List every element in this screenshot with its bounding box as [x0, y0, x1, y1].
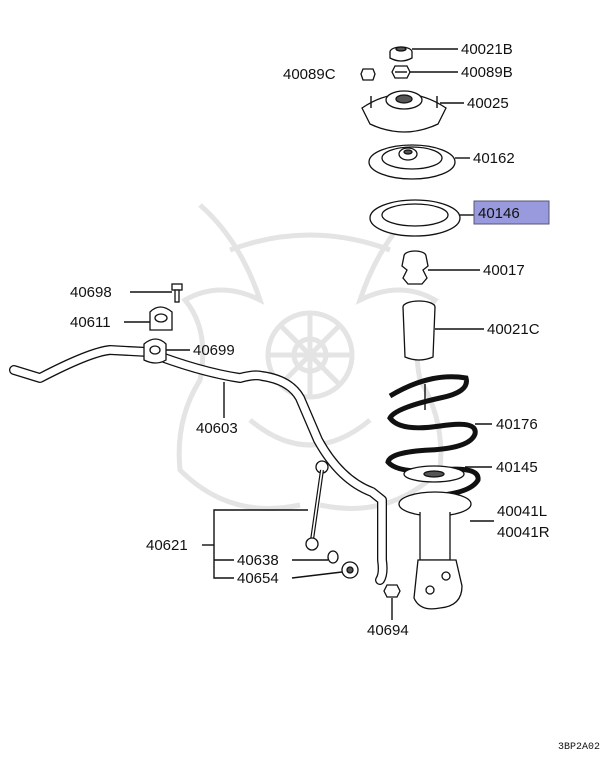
- part-labels: 40021B 40089C 40089B 40025 40162 40146 4…: [70, 41, 550, 639]
- part-40162-spring-seat[interactable]: [368, 144, 456, 180]
- part-40699-bushing[interactable]: [143, 338, 167, 364]
- part-40145-spring-pad[interactable]: [403, 465, 465, 483]
- label-40654[interactable]: 40654: [237, 570, 279, 587]
- part-40698-bolt[interactable]: [171, 283, 183, 303]
- label-40611[interactable]: 40611: [70, 314, 111, 331]
- label-40638[interactable]: 40638: [237, 552, 279, 569]
- label-40698[interactable]: 40698: [70, 284, 112, 301]
- part-40041-strut[interactable]: [398, 491, 472, 610]
- watermark-emblem: [176, 203, 444, 511]
- part-40146-insulator[interactable]: [369, 199, 461, 237]
- label-40162[interactable]: 40162: [473, 150, 515, 167]
- label-40089B[interactable]: 40089B: [461, 64, 513, 81]
- label-40694[interactable]: 40694: [367, 622, 409, 639]
- part-40694-nut[interactable]: [383, 584, 401, 598]
- label-40021C[interactable]: 40021C: [487, 321, 540, 338]
- label-40025[interactable]: 40025: [467, 95, 509, 112]
- label-40041L[interactable]: 40041L: [497, 503, 547, 520]
- label-40021B[interactable]: 40021B: [461, 41, 513, 58]
- label-40603[interactable]: 40603: [196, 420, 238, 437]
- part-40638-washer[interactable]: [327, 550, 339, 564]
- label-40146[interactable]: 40146: [478, 205, 520, 222]
- part-40611-bracket[interactable]: [149, 306, 173, 331]
- part-40654-bushing[interactable]: [341, 561, 359, 579]
- part-40021C-dust-boot[interactable]: [402, 300, 436, 361]
- diagram-code: 3BP2A02: [558, 742, 600, 753]
- label-40621[interactable]: 40621: [146, 537, 188, 554]
- leader-lines: [124, 48, 494, 620]
- highlight-box: [473, 200, 550, 225]
- part-40089B-nut[interactable]: [391, 65, 411, 79]
- label-40699[interactable]: 40699: [193, 342, 235, 359]
- part-40025-strut-mount[interactable]: [361, 90, 447, 133]
- part-40089C-nut[interactable]: [360, 68, 376, 81]
- part-40603-stabilizer-bar[interactable]: [9, 345, 388, 585]
- part-40017-bump-stop[interactable]: [401, 250, 429, 285]
- label-40089C[interactable]: 40089C: [283, 66, 336, 83]
- label-40041R[interactable]: 40041R: [497, 524, 550, 541]
- label-40145[interactable]: 40145: [496, 459, 538, 476]
- label-40017[interactable]: 40017: [483, 262, 525, 279]
- part-40621-stabilizer-link[interactable]: [305, 460, 329, 551]
- part-40021B-cap[interactable]: [389, 46, 413, 62]
- label-40176[interactable]: 40176: [496, 416, 538, 433]
